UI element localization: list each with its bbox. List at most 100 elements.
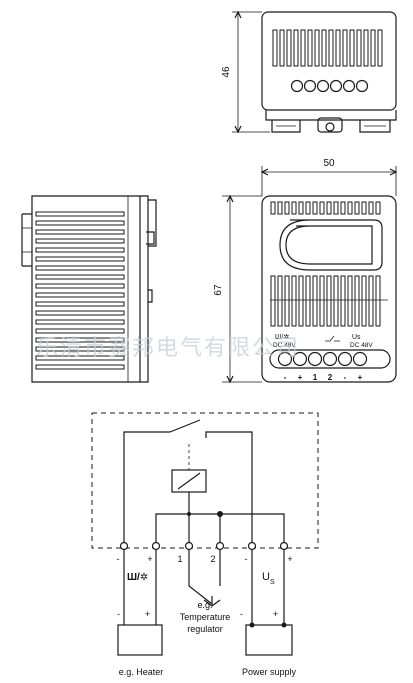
vent-slot <box>312 275 318 327</box>
vent-slot <box>293 29 299 67</box>
vent-slot <box>340 201 346 215</box>
vent-slot <box>272 29 278 67</box>
cooling-fin <box>35 364 125 370</box>
supply-box-sign: + <box>273 609 278 619</box>
front-terminal-markings: - + 1 2 - + <box>284 373 363 382</box>
schematic-terminal-sign: + <box>147 554 152 564</box>
supply-symbol: U <box>262 571 270 583</box>
vent-slot <box>349 29 355 67</box>
front-terminal-mark: - <box>284 373 287 382</box>
cooling-fin <box>35 283 125 289</box>
front-terminal-mark: 2 <box>328 373 333 382</box>
dimension-width-label: 50 <box>323 158 335 169</box>
schematic-terminal-signs: - + 1 2 - + <box>117 554 293 564</box>
front-view: Ш/✲ DC 48V Us DC 48V - + 1 2 - + <box>261 195 397 383</box>
vent-slot <box>375 201 381 215</box>
dimension-height: 46 <box>221 10 270 134</box>
vent-slot <box>298 275 304 327</box>
vent-slot <box>305 201 311 215</box>
supply-caption: Power supply <box>242 667 297 677</box>
vent-slot <box>314 29 320 67</box>
cooling-fin <box>35 247 125 253</box>
vent-slot <box>354 275 360 327</box>
schematic-terminals <box>119 541 289 551</box>
heater-caption: e.g. Heater <box>119 667 164 677</box>
vent-slot <box>277 275 283 327</box>
front-label-left-symbol: Ш/✲ <box>275 333 289 341</box>
cooling-fin <box>35 238 125 244</box>
front-terminal-mark: 1 <box>313 373 318 382</box>
vent-slot <box>363 29 369 67</box>
cooling-fin <box>35 346 125 352</box>
cooling-fin <box>35 310 125 316</box>
schematic-terminal-sign: 1 <box>177 554 182 564</box>
cooling-fin <box>35 292 125 298</box>
schematic-terminal-sign: + <box>287 554 292 564</box>
vent-slot <box>298 201 304 215</box>
cooling-fin <box>35 355 125 361</box>
top-view <box>261 11 397 133</box>
vent-slot <box>326 275 332 327</box>
vent-slot <box>342 29 348 67</box>
front-label-left-voltage: DC 48V <box>273 342 296 349</box>
vent-slot <box>291 275 297 327</box>
vent-slot <box>377 29 383 67</box>
vent-slot <box>368 275 374 327</box>
supply-box-sign: - <box>240 609 243 619</box>
front-label-right-voltage: DC 48V <box>350 342 373 349</box>
wiring-schematic: - + 1 2 - + Ш/✲ U S - + - + e.g. Tempe <box>91 412 319 677</box>
vent-slot <box>277 201 283 215</box>
vent-slot <box>328 29 334 67</box>
top-view-vent-slots <box>272 29 383 67</box>
vent-slot <box>361 275 367 327</box>
cooling-fin <box>35 265 125 271</box>
cooling-fin <box>35 301 125 307</box>
vent-slot <box>286 29 292 67</box>
watermark-text: 乐清市赛邦电气有限公司 <box>36 336 300 361</box>
vent-slot <box>270 275 276 327</box>
vent-slot <box>354 201 360 215</box>
dimension-width: 50 <box>260 158 398 196</box>
vent-slot <box>319 201 325 215</box>
side-view-cooling-fins <box>35 211 125 370</box>
vent-slot <box>347 275 353 327</box>
front-terminal-mark: + <box>358 373 363 382</box>
cooling-fin <box>35 220 125 226</box>
vent-slot <box>312 201 318 215</box>
schematic-terminal-sign: - <box>245 554 248 564</box>
vent-slot <box>333 275 339 327</box>
vent-slot <box>305 275 311 327</box>
vent-slot <box>284 275 290 327</box>
side-view <box>21 195 157 383</box>
schematic-terminal-sign: 2 <box>210 554 215 564</box>
regulator-caption-line: e.g. <box>197 600 212 610</box>
vent-slot <box>340 275 346 327</box>
vent-slot <box>300 29 306 67</box>
vent-slot <box>356 29 362 67</box>
cooling-fin <box>35 256 125 262</box>
vent-slot <box>279 29 285 67</box>
vent-slot <box>291 201 297 215</box>
front-label-right-symbol: Us <box>352 334 361 341</box>
vent-slot <box>307 29 313 67</box>
cooling-fin <box>35 274 125 280</box>
front-upper-vent-slots <box>270 201 381 215</box>
vent-slot <box>347 201 353 215</box>
cooling-fin <box>35 319 125 325</box>
heater-box-sign: - <box>117 609 120 619</box>
vent-slot <box>319 275 325 327</box>
front-terminal-mark: - <box>344 373 347 382</box>
vent-slot <box>326 201 332 215</box>
cooling-fin <box>35 328 125 334</box>
regulator-caption-line: Temperature <box>180 612 231 622</box>
cooling-fin <box>35 337 125 343</box>
front-terminal-holes <box>277 351 368 367</box>
vent-slot <box>375 275 381 327</box>
front-lower-vent-slots <box>270 275 381 327</box>
heater-box-sign: + <box>145 609 150 619</box>
vent-slot <box>333 201 339 215</box>
vent-slot <box>284 201 290 215</box>
dimension-height-label: 46 <box>221 66 232 78</box>
load-symbol: Ш/✲ <box>127 572 148 583</box>
